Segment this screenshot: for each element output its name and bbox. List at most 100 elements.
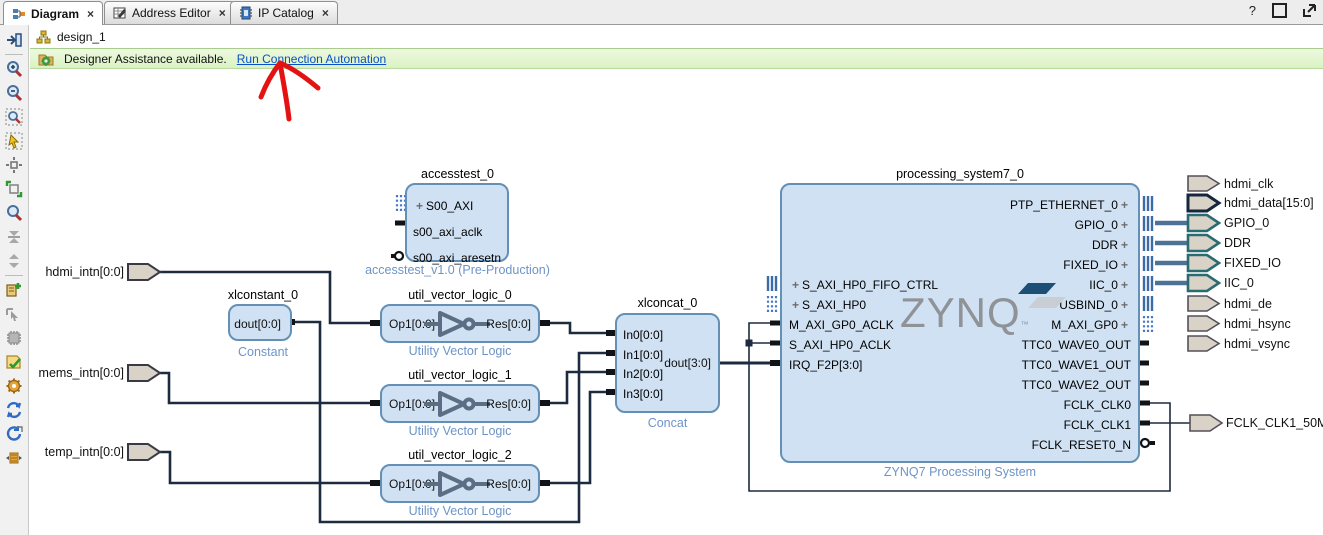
expand-port-icon[interactable]: + bbox=[1120, 258, 1128, 272]
design-name[interactable]: design_1 bbox=[57, 29, 106, 44]
help-button[interactable]: ? bbox=[1248, 3, 1256, 18]
net-xlconstant-dout[interactable] bbox=[291, 320, 617, 524]
port-s-axi-hp0-aclk[interactable]: S_AXI_HP0_ACLK bbox=[789, 338, 892, 352]
net-uvl1-res[interactable] bbox=[542, 370, 617, 405]
add-ip-icon[interactable] bbox=[3, 279, 25, 301]
external-port-label[interactable]: hdmi_hsync bbox=[1224, 317, 1291, 331]
port-op1[interactable]: Op1[0:0] bbox=[389, 317, 436, 331]
port-res[interactable]: Res[0:0] bbox=[486, 477, 531, 491]
block-util-vector-logic-2[interactable]: Op1[0:0] Res[0:0] bbox=[380, 464, 540, 503]
port-res[interactable]: Res[0:0] bbox=[486, 397, 531, 411]
external-port-shapes[interactable] bbox=[127, 175, 1224, 461]
tab-address-editor[interactable]: Address Editor × bbox=[104, 1, 235, 24]
external-port-label[interactable]: GPIO_0 bbox=[1224, 216, 1270, 230]
expand-layout-icon[interactable] bbox=[3, 447, 25, 469]
add-module-icon[interactable] bbox=[3, 327, 25, 349]
port-ptp-ethernet-0[interactable]: PTP_ETHERNET_0+ bbox=[1009, 198, 1128, 212]
close-icon[interactable]: × bbox=[87, 6, 95, 21]
port-in3[interactable]: In3[0:0] bbox=[623, 387, 664, 402]
port-in1[interactable]: In1[0:0] bbox=[623, 347, 664, 362]
port-ttc0-wave1-out[interactable]: TTC0_WAVE1_OUT bbox=[1021, 358, 1131, 372]
port-fclk-reset0-n[interactable]: FCLK_RESET0_N bbox=[1031, 438, 1131, 452]
block-xlconstant-0[interactable]: dout[0:0] bbox=[228, 304, 292, 341]
expand-port-icon[interactable]: + bbox=[1120, 298, 1128, 312]
expand-hierarchy-icon[interactable] bbox=[3, 250, 25, 272]
port-ddr[interactable]: DDR+ bbox=[1091, 238, 1128, 252]
run-connection-automation-link[interactable]: Run Connection Automation bbox=[236, 51, 387, 66]
regenerate-layout-icon[interactable] bbox=[3, 423, 25, 445]
net-hdmi-intn[interactable] bbox=[160, 270, 378, 325]
expand-port-icon[interactable]: + bbox=[1120, 238, 1128, 252]
settings-gear-icon[interactable] bbox=[3, 375, 25, 397]
block-util-vector-logic-1[interactable]: Op1[0:0] Res[0:0] bbox=[380, 384, 540, 423]
port-s-axi-hp0-fifo-ctrl[interactable]: +S_AXI_HP0_FIFO_CTRL bbox=[792, 278, 939, 292]
expand-port-icon[interactable]: + bbox=[1120, 198, 1128, 212]
dock-pane-icon[interactable] bbox=[3, 29, 25, 51]
auto-fit-selection-icon[interactable] bbox=[3, 178, 25, 200]
port-fixed-io[interactable]: FIXED_IO+ bbox=[1063, 258, 1128, 272]
net-uvl2-res[interactable] bbox=[542, 390, 617, 485]
port-m-axi-gp0-aclk[interactable]: M_AXI_GP0_ACLK bbox=[789, 318, 894, 332]
fit-view-icon[interactable] bbox=[3, 154, 25, 176]
port-res[interactable]: Res[0:0] bbox=[486, 317, 531, 331]
select-area-icon[interactable] bbox=[3, 130, 25, 152]
zoom-to-selection-icon[interactable] bbox=[3, 106, 25, 128]
port-s00-axi-aclk[interactable]: s00_axi_aclk bbox=[413, 225, 483, 239]
external-port-label[interactable]: mems_intn[0:0] bbox=[38, 366, 124, 380]
port-s-axi-hp0[interactable]: +S_AXI_HP0 bbox=[792, 298, 867, 312]
net-mems-intn[interactable] bbox=[160, 371, 378, 405]
port-dout[interactable]: dout[3:0] bbox=[664, 356, 711, 370]
bus-wires[interactable] bbox=[1155, 220, 1190, 286]
zoom-in-icon[interactable] bbox=[3, 58, 25, 80]
validate-design-icon[interactable] bbox=[3, 351, 25, 373]
external-port-label[interactable]: DDR bbox=[1224, 236, 1252, 250]
maximize-button[interactable] bbox=[1272, 3, 1287, 18]
port-op1[interactable]: Op1[0:0] bbox=[389, 397, 436, 411]
refresh-icon[interactable] bbox=[3, 399, 25, 421]
external-port-label[interactable]: IIC_0 bbox=[1224, 276, 1254, 290]
find-icon[interactable] bbox=[3, 202, 25, 224]
block-util-vector-logic-0[interactable]: Op1[0:0] Res[0:0] bbox=[380, 304, 540, 343]
net-temp-intn[interactable] bbox=[160, 450, 378, 485]
expand-port-icon[interactable]: + bbox=[416, 199, 424, 213]
expand-port-icon[interactable]: + bbox=[792, 278, 800, 292]
port-m-axi-gp0[interactable]: M_AXI_GP0+ bbox=[1051, 318, 1128, 332]
port-ttc0-wave2-out[interactable]: TTC0_WAVE2_OUT bbox=[1021, 378, 1131, 392]
block-accesstest-0[interactable]: +S00_AXI s00_axi_aclk s00_axi_aresetn bbox=[405, 183, 509, 265]
port-iic-0[interactable]: IIC_0+ bbox=[1089, 278, 1128, 292]
tab-diagram[interactable]: Diagram × bbox=[3, 1, 104, 25]
zoom-out-icon[interactable] bbox=[3, 82, 25, 104]
make-connection-icon[interactable] bbox=[3, 303, 25, 325]
port-gpio-0[interactable]: GPIO_0+ bbox=[1074, 218, 1128, 232]
external-port-label[interactable]: hdmi_data[15:0] bbox=[1224, 196, 1314, 210]
external-port-label[interactable]: hdmi_vsync bbox=[1224, 337, 1290, 351]
expand-port-icon[interactable]: + bbox=[1120, 318, 1128, 332]
close-icon[interactable]: × bbox=[218, 6, 226, 20]
external-port-label[interactable]: temp_intn[0:0] bbox=[44, 445, 124, 459]
block-processing-system7-0[interactable]: +S_AXI_HP0_FIFO_CTRL +S_AXI_HP0 M_AXI_GP… bbox=[780, 183, 1140, 463]
port-in2[interactable]: In2[0:0] bbox=[623, 367, 664, 382]
port-irq-f2p[interactable]: IRQ_F2P[3:0] bbox=[789, 358, 863, 372]
external-port-label[interactable]: hdmi_clk bbox=[1224, 177, 1274, 191]
port-fclk-clk1[interactable]: FCLK_CLK1 bbox=[1063, 418, 1131, 432]
port-s00-axi[interactable]: +S00_AXI bbox=[416, 199, 474, 213]
port-dout[interactable]: dout[0:0] bbox=[234, 317, 281, 331]
external-port-label[interactable]: FIXED_IO bbox=[1224, 256, 1281, 270]
expand-port-icon[interactable]: + bbox=[792, 298, 800, 312]
port-usbind-0[interactable]: USBIND_0+ bbox=[1059, 298, 1128, 312]
external-port-label[interactable]: hdmi_de bbox=[1224, 297, 1272, 311]
port-ttc0-wave0-out[interactable]: TTC0_WAVE0_OUT bbox=[1021, 338, 1131, 352]
expand-port-icon[interactable]: + bbox=[1120, 218, 1128, 232]
port-op1[interactable]: Op1[0:0] bbox=[389, 477, 436, 491]
collapse-hierarchy-icon[interactable] bbox=[3, 226, 25, 248]
close-icon[interactable]: × bbox=[321, 6, 329, 20]
port-s00-axi-aresetn[interactable]: s00_axi_aresetn bbox=[413, 251, 502, 265]
external-port-label[interactable]: hdmi_intn[0:0] bbox=[45, 265, 124, 279]
block-xlconcat-0[interactable]: In0[0:0] In1[0:0] In2[0:0] In3[0:0] dout… bbox=[615, 313, 720, 413]
port-fclk-clk0[interactable]: FCLK_CLK0 bbox=[1063, 398, 1131, 412]
port-in0[interactable]: In0[0:0] bbox=[623, 328, 664, 342]
net-uvl0-res[interactable] bbox=[542, 321, 617, 335]
external-port-label[interactable]: FCLK_CLK1_50M bbox=[1226, 416, 1323, 430]
tab-ip-catalog[interactable]: IP Catalog × bbox=[230, 1, 338, 24]
